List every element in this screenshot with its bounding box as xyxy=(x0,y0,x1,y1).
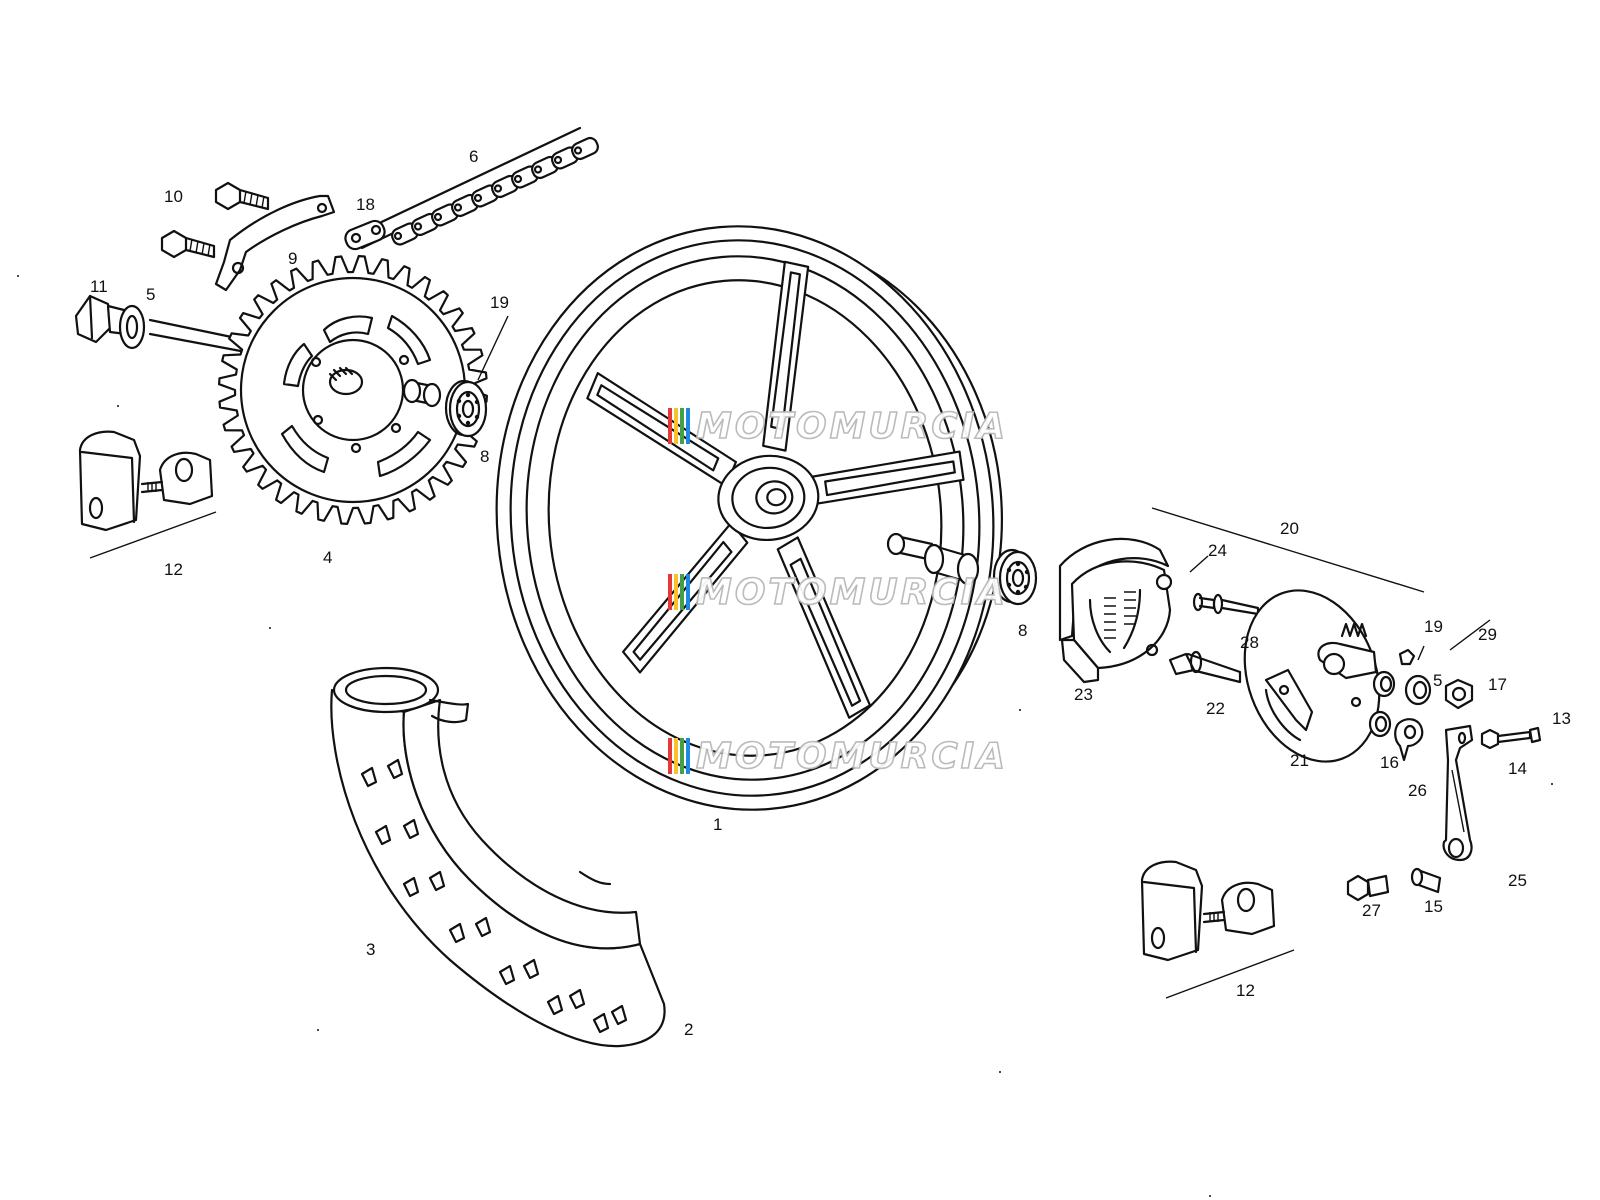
chain-adjuster-right xyxy=(1140,860,1295,999)
chain-adjuster-left xyxy=(78,430,217,559)
chain-pin xyxy=(473,193,483,203)
label-15: 15 xyxy=(1424,897,1443,916)
tire-tread xyxy=(402,818,420,840)
label-8-right: 8 xyxy=(1018,621,1027,640)
tire-tread xyxy=(522,958,540,980)
label-8-left: 8 xyxy=(480,447,489,466)
label-20: 20 xyxy=(1280,519,1299,538)
label-21: 21 xyxy=(1290,751,1309,770)
brake-pins xyxy=(1168,592,1260,684)
rear-sprocket xyxy=(218,255,488,525)
tire-and-tube xyxy=(330,666,666,1048)
label-10: 10 xyxy=(164,187,183,206)
label-19-left: 19 xyxy=(490,293,509,312)
watermark-group: MOTOMURCIA MOTOMURCIA MOTOMURCIA xyxy=(668,405,1008,778)
label-9: 9 xyxy=(288,249,297,268)
chain-pin xyxy=(413,222,423,231)
small-parts-right xyxy=(1346,648,1542,902)
watermark-2: MOTOMURCIA xyxy=(668,571,1008,614)
wheel-spoke-groove xyxy=(596,384,720,472)
wheel-spoke-groove xyxy=(824,460,956,497)
part-labels: 1 2 3 4 5 5 6 8 8 9 10 11 12 12 13 14 15… xyxy=(90,147,1571,1039)
watermark-3: MOTOMURCIA xyxy=(668,735,1008,778)
chain-pin xyxy=(533,165,543,174)
chain-link xyxy=(571,136,599,161)
chain-pin xyxy=(513,174,523,184)
label-29: 29 xyxy=(1478,625,1497,644)
brake-plate xyxy=(1243,589,1396,763)
chain-pin xyxy=(393,231,403,241)
label-19-right: 19 xyxy=(1424,617,1443,636)
tire-tread xyxy=(428,870,446,892)
leader-lines xyxy=(477,315,1491,661)
chain-pin xyxy=(433,212,443,222)
wheel-spoke-groove xyxy=(789,557,862,707)
tire-tread xyxy=(568,988,586,1010)
label-3: 3 xyxy=(366,940,375,959)
label-5-left: 5 xyxy=(146,285,155,304)
label-1: 1 xyxy=(713,815,722,834)
tire-tread xyxy=(448,922,466,944)
label-12-left: 12 xyxy=(164,560,183,579)
label-6: 6 xyxy=(469,147,478,166)
tire-tread xyxy=(474,916,492,938)
label-11: 11 xyxy=(90,277,108,296)
label-27: 27 xyxy=(1362,901,1381,920)
label-5-right: 5 xyxy=(1433,671,1442,690)
wheel-spoke-groove xyxy=(770,271,801,431)
label-17: 17 xyxy=(1488,675,1507,694)
chain-pin xyxy=(553,155,563,165)
label-22: 22 xyxy=(1206,699,1225,718)
sprocket-bolts xyxy=(160,181,270,259)
scan-specks xyxy=(17,275,1553,1197)
label-4: 4 xyxy=(323,548,332,567)
left-spacer-bearing xyxy=(402,378,488,438)
tire-tread xyxy=(386,758,404,780)
tire-tread xyxy=(592,1012,610,1034)
label-25: 25 xyxy=(1508,871,1527,890)
rear-wheel-rim xyxy=(495,225,1003,811)
brake-shoes xyxy=(1058,537,1173,684)
label-26: 26 xyxy=(1408,781,1427,800)
chain-pin xyxy=(493,184,503,193)
tire-tread xyxy=(374,824,392,846)
rear-axle xyxy=(74,294,248,354)
chain-pin xyxy=(453,203,463,212)
tire-tread xyxy=(360,766,378,788)
label-24: 24 xyxy=(1208,541,1227,560)
tire-tread xyxy=(610,1004,628,1026)
wheel-spoke-groove xyxy=(632,540,733,661)
watermark-1: MOTOMURCIA xyxy=(668,405,1008,448)
right-spacer-bearing xyxy=(886,532,1038,606)
label-23: 23 xyxy=(1074,685,1093,704)
label-13: 13 xyxy=(1552,709,1571,728)
label-14: 14 xyxy=(1508,759,1527,778)
tire-tread xyxy=(402,876,420,898)
label-12-right: 12 xyxy=(1236,981,1255,1000)
chain-guard xyxy=(214,194,336,292)
label-2: 2 xyxy=(684,1020,693,1039)
wheel-spoke xyxy=(776,536,872,719)
watermark-text-1: MOTOMURCIA xyxy=(696,406,1008,447)
label-18: 18 xyxy=(356,195,375,214)
tire-tread xyxy=(546,994,564,1016)
watermark-text-3: MOTOMURCIA xyxy=(696,736,1008,777)
chain-pin xyxy=(573,146,583,155)
watermark-text-2: MOTOMURCIA xyxy=(696,572,1008,613)
tire-tread xyxy=(498,964,516,986)
label-28: 28 xyxy=(1240,633,1259,652)
label-16: 16 xyxy=(1380,753,1399,772)
drive-chain xyxy=(344,126,599,251)
